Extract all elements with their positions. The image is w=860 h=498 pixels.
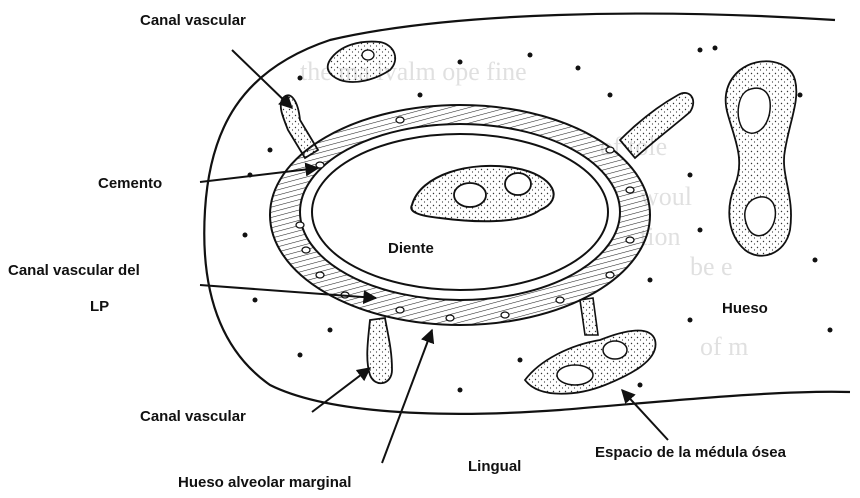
label-espacio-medula-osea: Espacio de la médula ósea — [595, 444, 786, 462]
label-cemento: Cemento — [98, 175, 162, 193]
label-diente: Diente — [388, 240, 434, 258]
label-hueso: Hueso — [722, 300, 768, 318]
label-canal-vascular-bottom: Canal vascular — [140, 408, 246, 426]
label-canal-vascular-lp-line2: LP — [90, 298, 109, 316]
label-hueso-alveolar-marginal: Hueso alveolar marginal — [178, 474, 351, 492]
label-canal-vascular-lp-line1: Canal vascular del — [8, 262, 140, 280]
svg-text:of m: of m — [700, 332, 748, 361]
svg-text:be e: be e — [690, 252, 733, 281]
vascular-canal-top-left — [281, 95, 318, 158]
label-lingual: Lingual — [468, 458, 521, 476]
vascular-canal-bottom-right — [580, 298, 598, 335]
label-canal-vascular-top: Canal vascular — [140, 12, 246, 30]
vascular-canal-bottom — [367, 318, 392, 383]
marrow-space-bottom — [525, 331, 656, 394]
